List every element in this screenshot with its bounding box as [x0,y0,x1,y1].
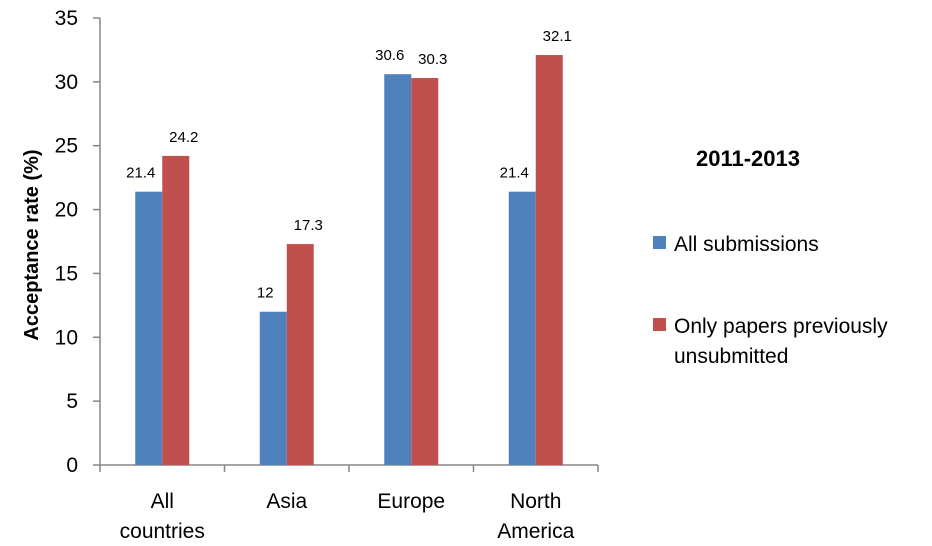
x-category-label-line: All [151,490,174,513]
x-category-label-line: America [497,520,574,543]
legend-entry-line: Only papers previously [674,315,888,338]
bar-all-submissions [508,191,536,466]
legend-entry: All submissions [674,233,819,256]
data-label: 30.3 [418,51,447,68]
x-category-label-line: Europe [377,490,445,513]
y-tick-label: 10 [55,326,78,349]
data-label: 32.1 [543,28,572,45]
bars [135,55,563,466]
x-category-label: All countries [120,490,205,543]
y-tick-label: 15 [55,262,78,285]
x-category-label-line: North [510,490,561,513]
legend-swatch [653,318,666,331]
y-axis-label: Acceptance rate (%) [21,149,43,340]
bar-all-submissions [135,191,163,466]
data-label: 12 [257,285,274,302]
bar-previously-unsubmitted [535,55,563,466]
x-category-label: Asia [266,490,307,513]
y-tick-label: 0 [66,454,78,477]
y-tick-label: 25 [55,135,78,158]
chart-title: 2011-2013 [696,146,800,171]
x-category-label: Europe [377,490,445,513]
data-label: 21.4 [126,165,155,182]
y-tick-label: 5 [66,390,78,413]
x-category-label-line: Asia [266,490,307,513]
bar-previously-unsubmitted [411,78,439,466]
legend-swatch [653,236,666,249]
data-label: 21.4 [500,165,529,182]
legend-entry: Only papers previously unsubmitted [674,315,888,368]
legend-entry-line: unsubmitted [674,345,788,368]
data-label: 17.3 [294,217,323,234]
bar-all-submissions [384,74,412,466]
bar-all-submissions [259,311,287,465]
y-tick-label: 35 [55,7,78,30]
data-label: 24.2 [169,129,198,146]
y-tick-label: 30 [55,71,78,94]
y-tick-label: 20 [55,199,78,222]
legend-entry-line: All submissions [674,233,819,256]
data-label: 30.6 [375,47,404,64]
data-labels: 21.4 12 30.6 21.4 24.2 17.3 30.3 32.1 [126,28,572,302]
bar-previously-unsubmitted [286,244,314,465]
x-category-label-line: countries [120,520,205,543]
bar-previously-unsubmitted [162,155,190,465]
